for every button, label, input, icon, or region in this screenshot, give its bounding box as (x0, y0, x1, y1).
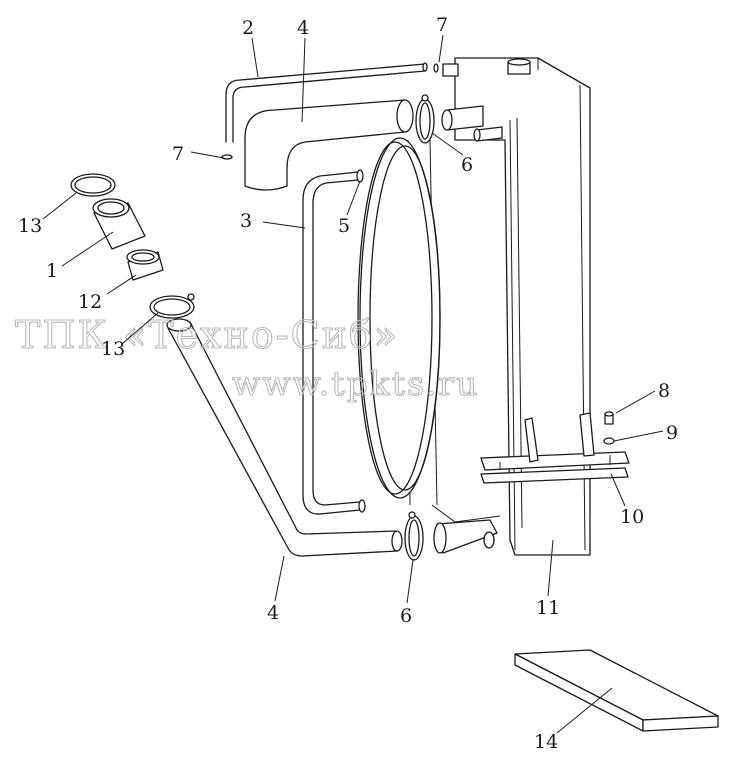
callout-10: 10 (620, 506, 644, 528)
callout-9: 9 (666, 422, 678, 444)
radiator-assembly (407, 57, 591, 556)
callout-labels: 2 4 7 7 6 3 5 13 1 12 13 8 9 10 11 4 6 1… (18, 14, 678, 753)
callout-6-bottom: 6 (400, 605, 412, 627)
reducer-12 (126, 249, 164, 281)
callout-7-top: 7 (436, 14, 448, 36)
watermark: ТПК «Техно-Сиб» www.tpkts.ru (14, 312, 479, 403)
bolt-and-washer (603, 411, 615, 445)
callout-6-top: 6 (461, 154, 473, 176)
callout-2: 2 (242, 17, 254, 39)
mounting-bracket (480, 412, 630, 484)
callout-4-top: 4 (297, 17, 309, 39)
clamp-6-top (415, 94, 435, 144)
callout-14: 14 (534, 731, 558, 753)
callout-13-bottom: 13 (101, 338, 125, 360)
hose-4-top (244, 99, 414, 191)
callout-12: 12 (78, 291, 102, 313)
coupling-1 (92, 198, 146, 250)
callout-8: 8 (658, 380, 670, 402)
callout-5: 5 (338, 215, 350, 237)
watermark-line-2: www.tpkts.ru (232, 364, 479, 403)
clamp-13-top (70, 173, 116, 197)
callout-13-top: 13 (18, 215, 42, 237)
clamp-13-bottom (149, 293, 195, 319)
callout-4-bottom: 4 (267, 602, 279, 624)
pipe-3 (302, 169, 366, 515)
callout-7-left: 7 (172, 143, 184, 165)
fan-shroud-ring (357, 137, 441, 499)
leader-lines (42, 34, 664, 734)
clamp-6-bottom (404, 511, 424, 561)
callout-1: 1 (46, 260, 58, 282)
hose-4-bottom (166, 318, 403, 557)
watermark-line-1: ТПК «Техно-Сиб» (15, 313, 399, 357)
o-ring-7 (221, 63, 439, 160)
callout-11: 11 (536, 597, 560, 619)
callout-3: 3 (240, 210, 252, 232)
pipe-2 (225, 62, 428, 143)
rubber-pad-14 (514, 649, 719, 732)
